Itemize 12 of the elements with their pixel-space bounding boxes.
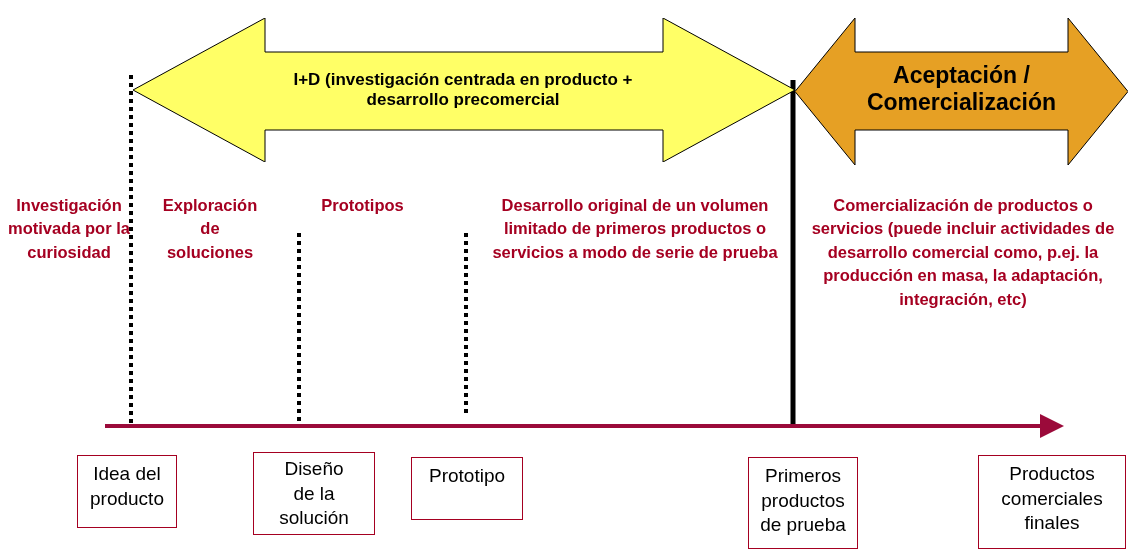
milestone-box: Idea del producto [77,455,177,528]
phase-description: Desarrollo original de un volumen limitado de primeros productos o servicios a modo de serie de prueba [491,195,779,263]
phase-description: Exploración de soluciones [161,195,259,263]
phase-description: Investigación motivada por la curiosidad [7,195,131,263]
phase-description: Prototipos [320,195,405,216]
banner-text: I+D (investigación centrada en producto + desarrollo precomercial [292,70,634,110]
milestone-box: Primeros productos de prueba [748,457,858,549]
phase-description: Comercialización de productos o servicios (puede incluir actividades de desarrollo comercial como, p.ej. la producción en masa, la adaptación, integración, etc) [810,195,1116,310]
milestone-box: Productos comerciales finales [978,455,1126,549]
milestone-box: Diseño de la solución [253,452,375,535]
milestone-box: Prototipo [411,457,523,520]
banner-text: Aceptación / Comercialización [865,62,1058,116]
